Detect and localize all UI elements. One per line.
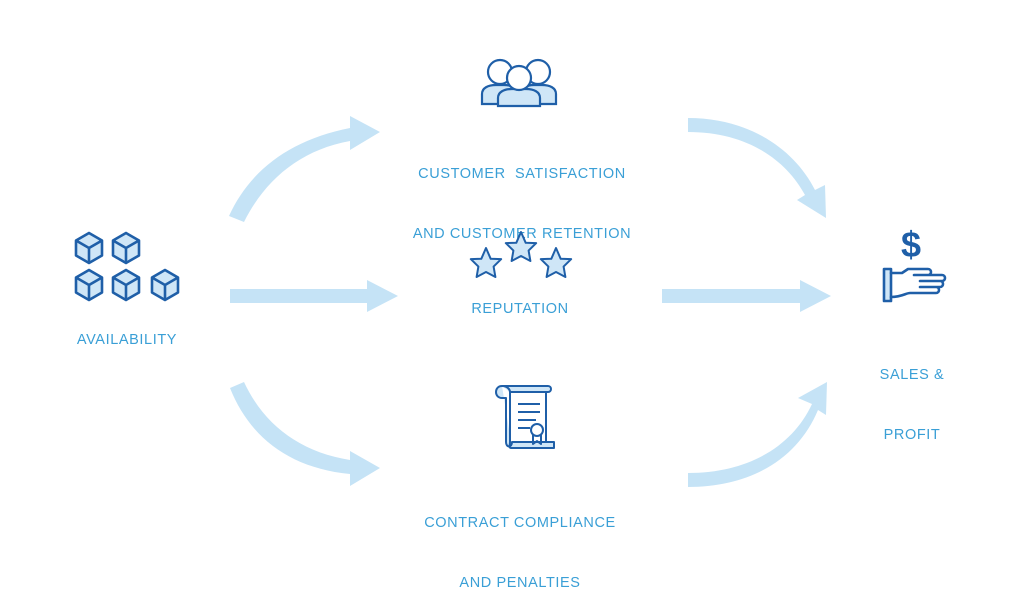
three-stars-icon bbox=[469, 231, 573, 278]
arrow-availability-to-customer bbox=[229, 116, 380, 222]
arrow-availability-to-contract bbox=[230, 382, 380, 486]
label-customer: CUSTOMER SATISFACTION AND CUSTOMER RETEN… bbox=[382, 124, 662, 264]
label-sales-line2: PROFIT bbox=[883, 427, 941, 443]
flow-arrows bbox=[229, 116, 831, 487]
label-sales-line1: SALES & bbox=[879, 367, 945, 383]
label-sales: SALES & PROFIT bbox=[852, 325, 972, 465]
arrow-availability-to-reputation bbox=[230, 280, 398, 312]
label-contract-line1: CONTRACT COMPLIANCE bbox=[424, 515, 616, 531]
arrow-reputation-to-sales bbox=[662, 280, 831, 312]
label-reputation: REPUTATION bbox=[471, 301, 569, 317]
arrow-customer-to-sales bbox=[688, 118, 826, 218]
label-availability: AVAILABILITY bbox=[76, 332, 178, 348]
scroll-certificate-icon bbox=[495, 385, 555, 449]
label-contract-line2: AND PENALTIES bbox=[459, 575, 581, 591]
people-group-icon bbox=[480, 58, 558, 108]
arrow-contract-to-sales bbox=[688, 382, 827, 487]
label-customer-line2: AND CUSTOMER RETENTION bbox=[412, 226, 632, 242]
svg-text:$: $ bbox=[901, 225, 921, 265]
hand-dollar-icon: $ bbox=[882, 225, 947, 303]
label-contract: CONTRACT COMPLIANCE AND PENALTIES bbox=[390, 473, 650, 613]
cubes-icon bbox=[74, 231, 180, 302]
label-customer-line1: CUSTOMER SATISFACTION bbox=[418, 166, 626, 182]
